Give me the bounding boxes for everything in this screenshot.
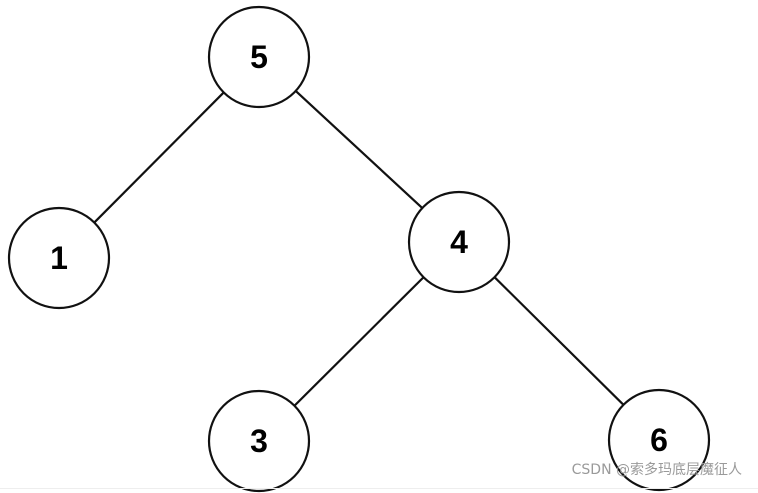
node-label: 6 bbox=[650, 422, 668, 458]
tree-node-4: 4 bbox=[407, 190, 511, 294]
edge-n4-n6 bbox=[493, 276, 625, 406]
bottom-divider bbox=[0, 488, 758, 489]
tree-node-6: 6 bbox=[607, 388, 711, 492]
edge-n5-n4 bbox=[294, 90, 424, 209]
node-circle bbox=[407, 190, 511, 294]
node-label: 4 bbox=[450, 224, 468, 260]
tree-node-3: 3 bbox=[207, 389, 311, 493]
tree-nodes: 5 1 4 3 6 bbox=[7, 5, 711, 493]
watermark-text: CSDN @索多玛底层魔征人 bbox=[571, 462, 742, 478]
node-circle bbox=[207, 5, 311, 109]
node-circle bbox=[207, 389, 311, 493]
node-circle bbox=[607, 388, 711, 492]
node-label: 3 bbox=[250, 423, 268, 459]
node-label: 1 bbox=[50, 240, 68, 276]
tree-node-1: 1 bbox=[7, 206, 111, 310]
edge-n4-n3 bbox=[293, 276, 425, 407]
tree-edges bbox=[93, 90, 625, 407]
node-circle bbox=[7, 206, 111, 310]
edge-n5-n1 bbox=[93, 91, 225, 224]
node-label: 5 bbox=[250, 39, 268, 75]
tree-node-5: 5 bbox=[207, 5, 311, 109]
